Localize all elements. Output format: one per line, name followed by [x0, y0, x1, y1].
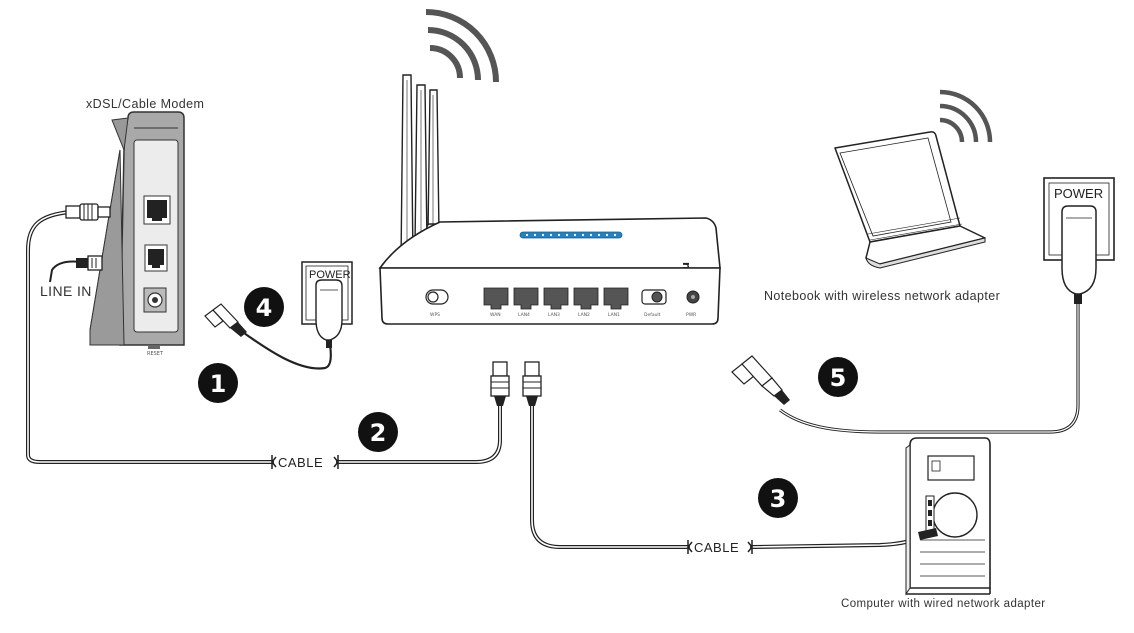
cable-label-2-text: CABLE [694, 540, 739, 555]
power-cord-small [243, 332, 332, 370]
cable-label-1: CABLE [271, 455, 339, 470]
dc-plug-small [204, 303, 247, 337]
router-ethernet-plugs [490, 361, 542, 406]
adapter-large-label: POWER [1054, 186, 1103, 201]
computer-label: Computer with wired network adapter [841, 598, 1046, 610]
step-badge-5-text: 5 [830, 364, 847, 392]
adapter-small-label: POWER [309, 269, 351, 281]
router: netis WPS WAN LAN4 LAN3 LAN2 LAN1 Defaul… [378, 74, 721, 325]
router-default-label: Default [644, 312, 661, 318]
cable-label-1-text: CABLE [278, 455, 323, 470]
step-badge-3-text: 3 [770, 485, 787, 513]
step-badge-1-text: 1 [210, 370, 227, 398]
power-adapter-small: POWER [301, 261, 353, 348]
dc-plug-large [731, 355, 790, 405]
router-port-lan3: LAN3 [548, 312, 560, 318]
router-wps-label: WPS [430, 312, 440, 318]
notebook-label: Notebook with wireless network adapter [764, 289, 1001, 303]
step-badge-2: 2 [358, 412, 398, 452]
computer-tower [905, 437, 991, 596]
cable-router-to-computer [530, 398, 920, 549]
router-port-lan1: LAN1 [608, 312, 620, 318]
modem-reset-label: RESET [147, 351, 164, 357]
power-adapter-large: POWER [1043, 177, 1115, 304]
step-badge-3: 3 [758, 478, 798, 518]
step-badge-1: 1 [198, 363, 238, 403]
step-badge-5: 5 [818, 357, 858, 397]
router-port-lan2: LAN2 [578, 312, 590, 318]
router-ports [483, 287, 629, 310]
line-in-label: LINE IN [40, 283, 92, 299]
notebook-wifi-waves [939, 89, 993, 143]
modem: RESET [89, 111, 185, 357]
step-badge-4: 4 [244, 287, 284, 327]
step-badge-4-text: 4 [256, 294, 273, 322]
router-port-lan4: LAN4 [518, 312, 530, 318]
modem-coax-connector [65, 203, 111, 221]
step-badge-2-text: 2 [370, 419, 387, 447]
router-wifi-waves [425, 9, 499, 83]
modem-label: xDSL/Cable Modem [86, 97, 205, 111]
router-port-wan: WAN [490, 312, 501, 318]
router-power-label: PWR [686, 312, 696, 318]
cable-modem-to-router [26, 210, 502, 464]
cable-label-2: CABLE [687, 540, 753, 555]
notebook [834, 131, 986, 269]
line-in-plug [76, 255, 103, 271]
